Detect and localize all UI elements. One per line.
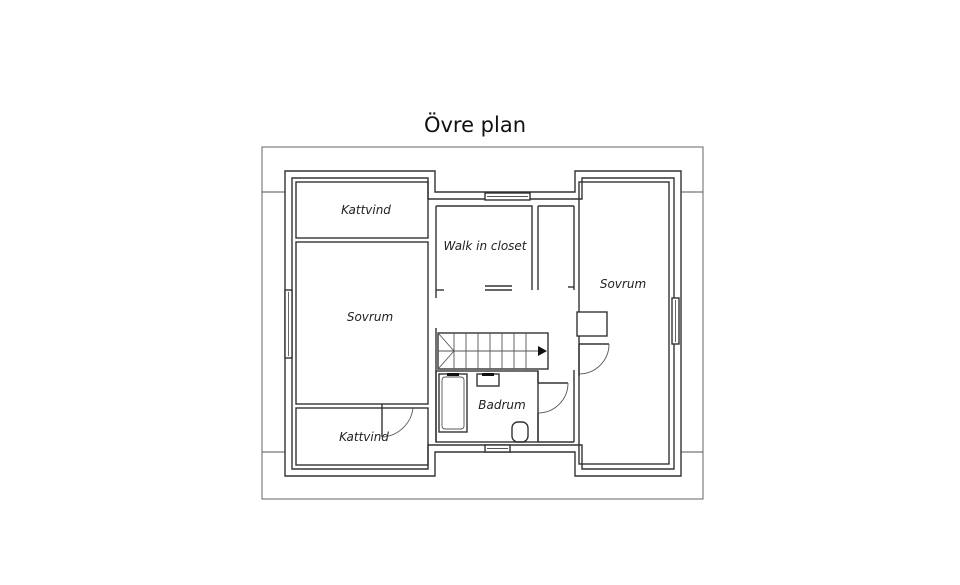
room-kattvind-top xyxy=(295,181,429,239)
room-badrum xyxy=(435,370,539,443)
toilet-icon xyxy=(511,421,529,443)
bathtub-inner xyxy=(441,376,465,430)
plan-title: Övre plan xyxy=(424,112,526,137)
label-kattvind-top: Kattvind xyxy=(341,203,391,217)
stair-wind-a xyxy=(437,332,455,352)
label-kattvind-bottom: Kattvind xyxy=(339,430,389,444)
room-walk-in-closet xyxy=(435,205,533,298)
sink-tap-icon xyxy=(482,373,494,376)
stair-wind-b xyxy=(437,350,455,370)
stair-arrow-icon xyxy=(538,346,547,356)
label-sovrum-left: Sovrum xyxy=(347,310,393,324)
label-sovrum-right: Sovrum xyxy=(600,277,646,291)
door-sovrum-right-swing xyxy=(578,343,610,375)
roof-outline xyxy=(261,146,704,500)
closet-niche xyxy=(576,311,608,337)
label-walk-in-closet: Walk in closet xyxy=(443,239,527,253)
door-kattvind-swing xyxy=(381,407,414,438)
door-badrum-swing xyxy=(537,382,569,414)
bathtub-tap-icon xyxy=(447,373,459,376)
room-sovrum-left xyxy=(295,241,429,405)
label-badrum: Badrum xyxy=(478,398,525,412)
bathtub-icon xyxy=(438,373,468,433)
outer-wall-outer xyxy=(284,170,682,477)
room-kattvind-bottom xyxy=(295,407,429,466)
